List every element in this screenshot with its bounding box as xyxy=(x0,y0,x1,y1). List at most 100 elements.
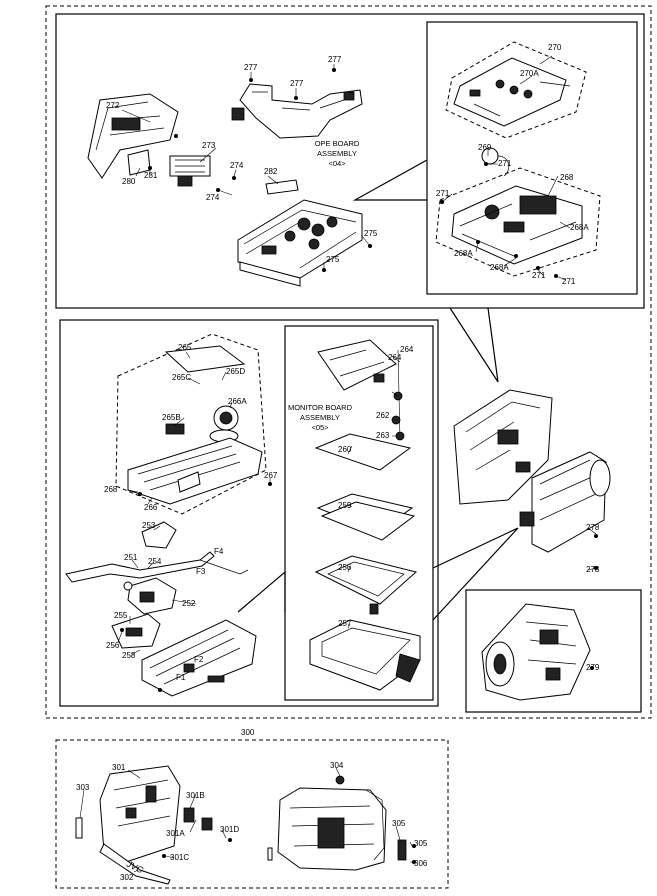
callout-267: 267 xyxy=(264,471,278,480)
callout-306: 306 xyxy=(414,859,428,868)
main-pointer xyxy=(449,307,499,383)
sub-frame-268 xyxy=(435,167,601,277)
callout-256: 256 xyxy=(106,641,120,650)
parts-305-306 xyxy=(267,839,416,864)
callout-266a: 266A xyxy=(228,397,247,406)
monitor-board-frame xyxy=(284,325,434,701)
part-266a-gear xyxy=(209,405,239,443)
callout-265: 265 xyxy=(178,343,192,352)
callout-277b: 277 xyxy=(290,79,304,88)
callout-274a: 274 xyxy=(230,161,244,170)
callout-278b: 278 xyxy=(586,565,600,574)
ope-pointer xyxy=(352,159,428,201)
callout-301d: 301D xyxy=(220,825,239,834)
callout-304: 304 xyxy=(330,761,344,770)
callout-271a: 271 xyxy=(498,159,512,168)
part-269-speaker xyxy=(481,147,510,177)
part-258-base xyxy=(141,619,257,697)
part-277-frame xyxy=(231,83,363,139)
callout-268b: 268 xyxy=(104,485,118,494)
part-265b-clip xyxy=(165,423,185,435)
main-assembly-frame xyxy=(45,5,652,719)
top-sub-frame xyxy=(55,13,645,309)
leader-lines xyxy=(79,55,597,873)
callout-264a: 264 xyxy=(388,353,402,362)
callout-305b: 305 xyxy=(414,839,428,848)
part-253-cap xyxy=(141,521,177,549)
callout-301b: 301B xyxy=(186,791,205,800)
callout-251: 251 xyxy=(124,553,138,562)
part-268-board xyxy=(451,185,583,265)
callout-252: 252 xyxy=(182,599,196,608)
part-303-pin xyxy=(75,817,83,839)
monitor-board-caption-line1: MONITOR BOARD xyxy=(288,403,353,412)
callout-265c: 265C xyxy=(172,373,191,382)
part-273-hinge xyxy=(169,155,211,187)
sub-frame-270 xyxy=(445,41,587,139)
ope-board xyxy=(237,199,363,287)
callout-271d: 271 xyxy=(562,277,576,286)
callout-302: 302 xyxy=(120,873,134,882)
monitor-pointer xyxy=(237,570,286,613)
left-middle-frame xyxy=(59,319,439,707)
part-262-263-connectors xyxy=(391,391,405,441)
bottom-right-inset-frame xyxy=(465,589,642,713)
callout-266: 266 xyxy=(144,503,158,512)
section-300-frame xyxy=(55,739,449,889)
part-260-backlight xyxy=(314,433,412,471)
callout-282: 282 xyxy=(264,167,278,176)
right-inset-frame xyxy=(426,21,638,295)
callout-278a: 278 xyxy=(586,523,600,532)
callout-277a: 277 xyxy=(244,63,258,72)
ope-board-caption-line3: <04> xyxy=(328,159,346,168)
callout-270a: 270A xyxy=(520,69,539,78)
part-252-mechanism xyxy=(123,577,177,615)
parts-301b-301d xyxy=(162,807,232,858)
ope-board-caption-line1: OPE BOARD xyxy=(315,139,360,148)
callout-268: 268 xyxy=(560,173,574,182)
callout-f3: F3 xyxy=(196,567,206,576)
callout-272: 272 xyxy=(106,101,120,110)
callout-268a2: 268A xyxy=(454,249,473,258)
callout-303: 303 xyxy=(76,783,90,792)
callout-301: 301 xyxy=(112,763,126,772)
callout-301c: 301C xyxy=(170,853,189,862)
callout-270: 270 xyxy=(548,43,562,52)
callout-254: 254 xyxy=(148,557,162,566)
part-265-sheet xyxy=(164,345,246,373)
part-259-diffuser xyxy=(316,493,416,541)
screws-lower-left xyxy=(120,628,162,692)
callout-265d: 265D xyxy=(226,367,245,376)
part-257-lcd-case xyxy=(309,619,421,691)
monitor-board-caption-line3: <05> xyxy=(311,423,329,432)
callout-253: 253 xyxy=(142,521,156,530)
section-number: 300 xyxy=(241,728,255,737)
part-282-label xyxy=(265,179,299,195)
callout-260: 260 xyxy=(338,445,352,454)
camera-body-assembly xyxy=(453,389,611,553)
part-270-board xyxy=(453,57,571,127)
callout-labels: 272 273 274 274 280 281 277 277 277 282 … xyxy=(76,43,600,882)
callout-f4: F4 xyxy=(214,547,224,556)
callout-280: 280 xyxy=(122,177,136,186)
callout-301a: 301A xyxy=(166,829,185,838)
callout-256b: 256 xyxy=(338,563,352,572)
callout-f2: F2 xyxy=(194,655,204,664)
callout-259: 259 xyxy=(338,501,352,510)
callout-268a3: 268A xyxy=(490,263,509,272)
callout-277c: 277 xyxy=(328,55,342,64)
part-272-bracket xyxy=(87,93,179,179)
callout-258: 258 xyxy=(122,651,136,660)
callout-255: 255 xyxy=(114,611,128,620)
callout-f1: F1 xyxy=(176,673,186,682)
callout-263: 263 xyxy=(376,431,390,440)
part-304-frame xyxy=(277,775,387,871)
camera-rear-assembly xyxy=(481,603,594,701)
lower-pointer xyxy=(432,527,519,621)
callout-305a: 305 xyxy=(392,819,406,828)
callout-274b: 274 xyxy=(206,193,220,202)
part-255-bracket xyxy=(111,613,161,649)
callout-269: 269 xyxy=(478,143,492,152)
monitor-board-caption-line2: ASSEMBLY xyxy=(300,413,340,422)
